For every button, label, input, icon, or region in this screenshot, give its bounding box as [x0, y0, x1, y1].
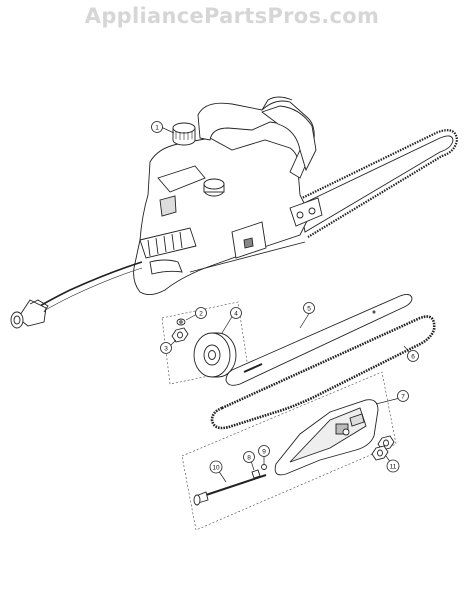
guide-bar	[225, 293, 413, 386]
callout-10: 10	[209, 460, 223, 474]
side-cover	[274, 399, 379, 476]
callout-7: 7	[397, 390, 409, 402]
svg-text:11: 11	[390, 463, 397, 470]
svg-text:9: 9	[262, 448, 266, 455]
callout-8: 8	[243, 451, 255, 463]
svg-text:8: 8	[247, 454, 251, 461]
svg-text:2: 2	[199, 310, 203, 317]
svg-text:6: 6	[411, 353, 415, 360]
callout-2: 2	[195, 307, 207, 319]
svg-text:7: 7	[401, 393, 405, 400]
oil-cap	[172, 122, 196, 146]
sprocket	[193, 332, 237, 378]
cover-nuts	[371, 435, 395, 461]
svg-text:5: 5	[307, 305, 311, 312]
chainsaw-body	[133, 96, 459, 295]
adjusting-screw	[193, 474, 267, 506]
svg-text:10: 10	[212, 464, 220, 471]
callout-9: 9	[258, 445, 270, 457]
callout-6: 6	[407, 350, 419, 362]
saw-chain	[210, 315, 436, 430]
nut	[171, 327, 189, 343]
callout-4: 4	[230, 307, 242, 319]
cover-reference-outline	[181, 371, 397, 531]
watermark-text: AppliancePartsPros.com	[84, 4, 380, 28]
callout-11: 11	[386, 459, 400, 473]
power-cord	[10, 261, 143, 329]
washer	[176, 318, 186, 326]
callout-3: 3	[160, 342, 172, 354]
callout-1: 1	[151, 121, 163, 133]
svg-text:1: 1	[155, 124, 159, 131]
callout-5: 5	[303, 302, 315, 314]
svg-text:3: 3	[164, 345, 168, 352]
svg-text:4: 4	[234, 310, 238, 317]
